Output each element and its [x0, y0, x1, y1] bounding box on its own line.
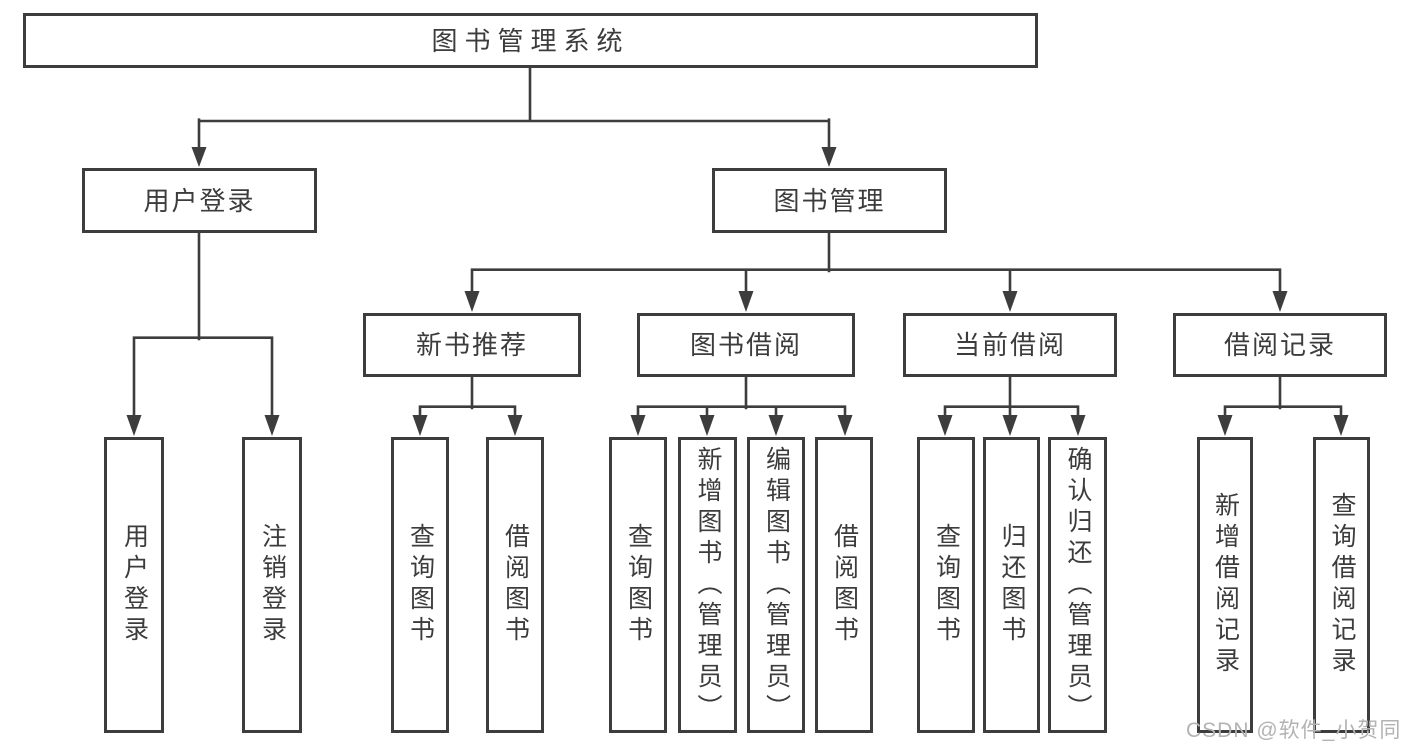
arrow-down-icon: [191, 147, 207, 167]
leaf-return-book: 归还图书: [983, 437, 1040, 733]
arrow-down-icon: [1217, 415, 1233, 436]
leaf-query-borrow-record: 查询借阅记录: [1313, 437, 1370, 733]
arrow-down-icon: [507, 415, 523, 436]
node-new-book-recommend: 新书推荐: [363, 313, 581, 377]
csdn-watermark: CSDN @软件_小贺同学: [1186, 719, 1402, 742]
arrow-down-icon: [1070, 415, 1086, 436]
connector-root-to-level2: [191, 66, 837, 167]
connector-book-borrow-to-leaves: [630, 375, 853, 436]
arrow-down-icon: [699, 415, 715, 436]
node-user-login: 用户登录: [82, 168, 317, 233]
arrow-down-icon: [464, 291, 480, 312]
arrow-down-icon: [738, 291, 754, 312]
arrow-down-icon: [937, 415, 953, 436]
node-root-system: 图书管理系统: [23, 13, 1038, 68]
leaf-edit-book-admin: 编辑图书（管理员）: [747, 437, 805, 733]
connector-book-management-to-sections: [464, 231, 1288, 312]
arrow-down-icon: [1002, 415, 1018, 436]
arrow-down-icon: [126, 415, 142, 436]
leaf-query-books-current: 查询图书: [917, 437, 975, 733]
connector-current-borrow-to-leaves: [937, 375, 1086, 436]
arrow-down-icon: [1002, 291, 1018, 312]
leaf-logout: 注销登录: [242, 437, 302, 733]
arrow-down-icon: [837, 415, 853, 436]
connector-new-book-recommend-to-leaves: [412, 375, 523, 436]
leaf-user-login: 用户登录: [104, 437, 164, 733]
connector-line: [197, 66, 831, 150]
arrow-down-icon: [1272, 291, 1288, 312]
arrow-down-icon: [264, 415, 280, 436]
leaf-confirm-return-admin: 确认归还（管理员）: [1048, 437, 1107, 733]
connector-line: [418, 375, 517, 419]
arrow-down-icon: [1333, 415, 1349, 436]
connector-line: [943, 375, 1080, 419]
arrow-down-icon: [412, 415, 428, 436]
leaf-query-books-recommend: 查询图书: [391, 437, 449, 733]
leaf-add-book-admin: 新增图书（管理员）: [678, 437, 737, 733]
connector-line: [470, 231, 1282, 295]
arrow-down-icon: [821, 147, 837, 167]
connector-line: [1223, 375, 1343, 419]
node-borrow-records: 借阅记录: [1173, 313, 1387, 377]
connector-borrow-records-to-leaves: [1217, 375, 1349, 436]
node-current-borrow: 当前借阅: [903, 313, 1117, 377]
connector-user-login-to-leaves: [126, 231, 280, 436]
leaf-borrow-book: 借阅图书: [815, 437, 873, 733]
node-book-management: 图书管理: [712, 168, 947, 233]
arrow-down-icon: [768, 415, 784, 436]
arrow-down-icon: [630, 415, 646, 436]
node-book-borrow: 图书借阅: [637, 313, 855, 377]
leaf-query-books-borrow: 查询图书: [609, 437, 667, 733]
leaf-borrow-books-recommend: 借阅图书: [486, 437, 544, 733]
connector-line: [132, 231, 274, 419]
connector-line: [636, 375, 847, 419]
leaf-add-borrow-record: 新增借阅记录: [1197, 437, 1253, 733]
